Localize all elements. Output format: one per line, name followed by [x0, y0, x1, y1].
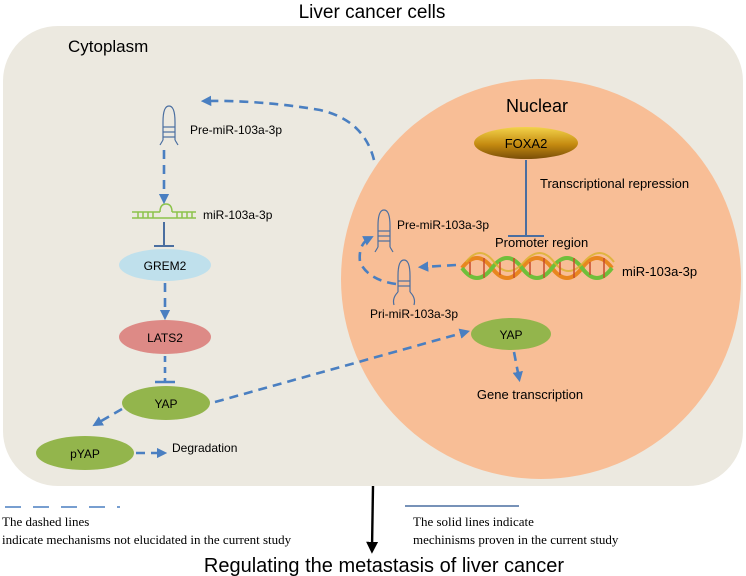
foxa2-label: FOXA2	[505, 136, 548, 151]
arrow-pri-to-pre-mir	[358, 236, 397, 286]
nuclear-label: Nuclear	[506, 96, 568, 116]
pre-mir-cyto-hairpin-icon	[159, 105, 179, 146]
cytoplasm-label: Cytoplasm	[68, 37, 148, 56]
cyto-yap-node	[122, 386, 210, 420]
arrow-dna-to-pri-mir	[417, 261, 457, 272]
foxa2-node	[474, 127, 578, 159]
degradation-label: Degradation	[172, 441, 237, 455]
pre-mir-cyto-label: Pre-miR-103a-3p	[190, 123, 282, 137]
gene-transcription-label: Gene transcription	[477, 387, 583, 402]
pre-mir-nuclear-hairpin-icon	[374, 209, 394, 253]
repression-label: Transcriptional repression	[540, 176, 689, 191]
grem2-node	[119, 249, 211, 281]
lats2-label: LATS2	[147, 331, 183, 345]
pyap-label: pYAP	[70, 447, 100, 461]
arrow-yap-to-pyap	[92, 407, 123, 427]
outcome-arrow	[366, 485, 379, 554]
mature-mirna-icon	[132, 203, 196, 219]
dna-gene-label: miR-103a-3p	[622, 264, 697, 279]
diagram-title: Liver cancer cells	[299, 2, 446, 23]
grem2-label: GREM2	[144, 259, 187, 273]
nuclear-yap-label: YAP	[499, 328, 522, 342]
legend-dashed-line1: The dashed lines	[2, 514, 89, 529]
arrow-nuclear-to-cyto-pre-mir	[200, 95, 376, 161]
cyto-yap-label: YAP	[154, 397, 177, 411]
nuclear-yap-node	[471, 318, 551, 350]
outcome-label: Regulating the metastasis of liver cance…	[204, 555, 565, 576]
mature-mir-label: miR-103a-3p	[203, 208, 273, 222]
pyap-node	[36, 436, 134, 470]
pri-mir-hairpin-icon	[392, 259, 416, 306]
lats2-node	[119, 320, 211, 354]
pre-mir-nuclear-label: Pre-miR-103a-3p	[397, 218, 489, 232]
promoter-label: Promoter region	[495, 235, 588, 250]
legend-dashed-line2: indicate mechanisms not elucidated in th…	[2, 532, 292, 547]
legend-solid-line1: The solid lines indicate	[413, 514, 534, 529]
pri-mir-label: Pri-miR-103a-3p	[370, 307, 458, 321]
arrow-yap-to-transcription	[512, 351, 523, 383]
arrow-yap-to-nucleus	[214, 328, 471, 404]
dna-helix-icon	[460, 252, 615, 280]
legend-solid-line2: mechinisms proven in the current study	[413, 532, 619, 547]
